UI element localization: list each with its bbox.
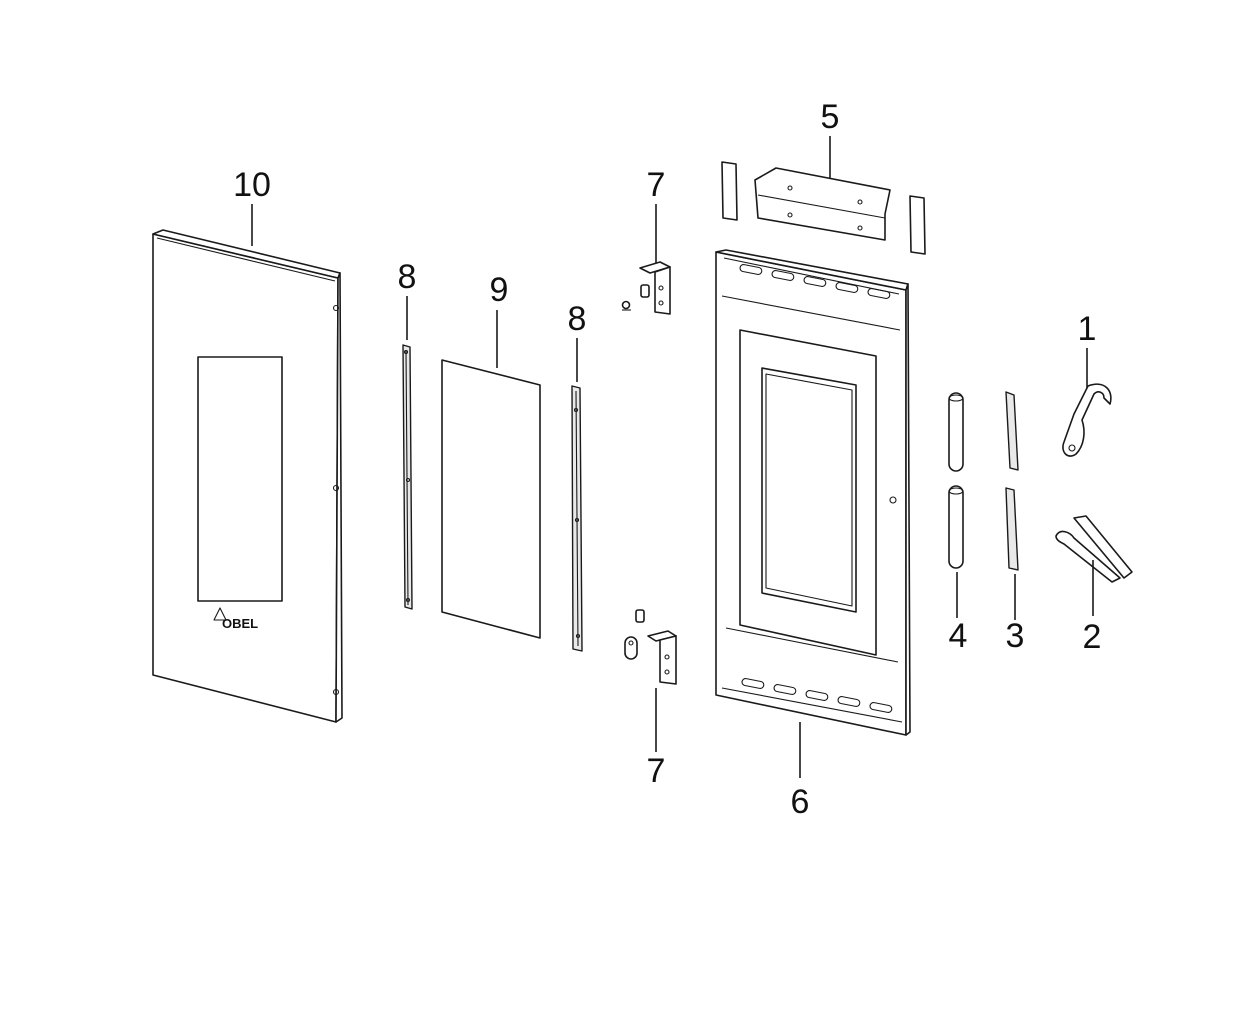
part-7-top-hinge-bracket	[621, 261, 671, 315]
callout-7-bottom: 7	[647, 752, 666, 790]
part-7-bottom-hinge-bracket	[624, 609, 677, 685]
callout-3: 3	[1006, 617, 1025, 655]
logo-text: OBEL	[222, 616, 258, 631]
callout-1: 1	[1078, 310, 1097, 348]
part-3-bars	[1005, 391, 1019, 571]
part-9-glass-pane	[441, 359, 541, 639]
part-4-pins	[948, 392, 964, 569]
callout-4: 4	[949, 617, 968, 655]
callout-6: 6	[791, 783, 810, 821]
part-8-right-glass-channel	[571, 385, 583, 652]
callout-8-left: 8	[398, 258, 417, 296]
part-1-hinge-arm	[1062, 383, 1112, 457]
brand-logo: OBEL	[213, 607, 258, 631]
callout-2: 2	[1083, 618, 1102, 656]
part-10-door-panel: OBEL	[152, 229, 343, 723]
callout-8-right: 8	[568, 300, 587, 338]
part-2-spring-clip	[1055, 515, 1133, 583]
part-8-left-glass-channel	[402, 344, 413, 610]
part-6-inner-door-frame	[715, 249, 911, 736]
part-5-top-bracket	[721, 161, 926, 255]
callout-7-top: 7	[647, 166, 666, 204]
callout-10: 10	[233, 166, 271, 204]
callout-9: 9	[490, 271, 509, 309]
callout-5: 5	[821, 98, 840, 136]
